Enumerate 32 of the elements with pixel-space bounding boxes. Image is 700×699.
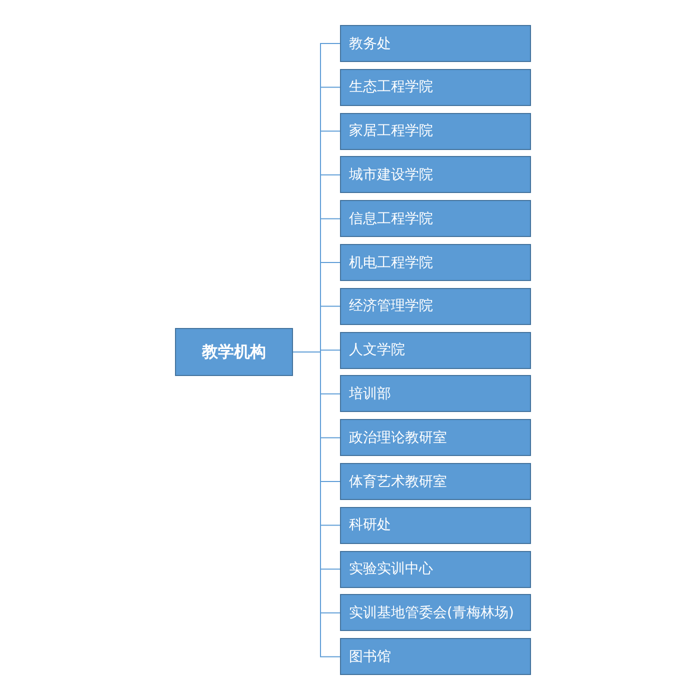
box-label: 经济管理学院 [349,297,433,316]
box-label: 城市建设学院 [349,166,433,184]
box-label: 信息工程学院 [349,210,433,228]
box-label: 图书馆 [349,648,391,666]
department-box [340,244,531,281]
department-box [340,638,531,676]
department-box [340,156,531,194]
box-label: 教务处 [349,34,391,52]
department-box [340,375,531,412]
department-box [340,25,531,62]
box-label: 培训部 [349,384,391,403]
box-label: 实训基地管委会(青梅林场) [349,604,514,622]
department-box [340,332,531,369]
department-box [340,68,531,106]
box-label: 教学机构 [202,342,266,362]
department-box [340,288,531,325]
root-box [175,328,293,376]
department-box [340,200,531,238]
department-box [340,594,531,632]
box-label: 体育艺术教研室 [349,472,447,490]
box-label: 实验实训中心 [349,560,433,578]
box-label: 家居工程学院 [349,122,433,140]
box-label: 人文学院 [349,341,405,360]
department-box [340,550,531,588]
box-label: 政治理论教研室 [349,428,447,447]
department-box [340,112,531,150]
department-box [340,463,531,500]
department-box [340,419,531,456]
department-box [340,506,531,544]
box-label: 机电工程学院 [349,254,433,272]
box-label: 生态工程学院 [349,78,433,96]
box-label: 科研处 [349,516,391,534]
